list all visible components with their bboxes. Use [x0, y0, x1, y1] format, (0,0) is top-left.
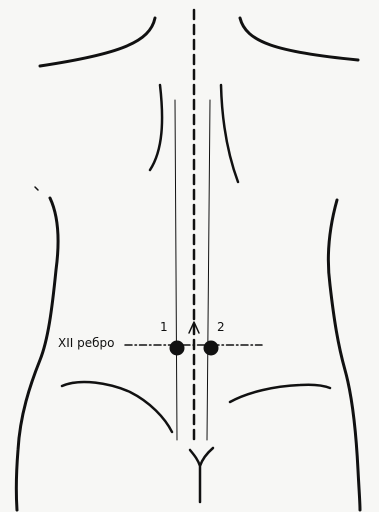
right-torso-outline	[328, 200, 360, 510]
right-iliac-crest	[230, 385, 330, 402]
point-2-label: 2	[217, 321, 225, 333]
left-torso-outline	[16, 198, 58, 510]
left-iliac-crest	[62, 382, 172, 432]
left-shoulder-outline	[40, 18, 155, 66]
left-trapezius-curve	[150, 85, 162, 170]
point-1-dot	[170, 341, 185, 356]
left-armpit-mark	[35, 187, 38, 190]
point-2-dot	[204, 341, 219, 356]
left-paravertebral-line	[175, 100, 177, 440]
point-1-label: 1	[160, 321, 168, 333]
right-paravertebral-line	[207, 100, 210, 440]
right-trapezius-curve	[221, 85, 238, 182]
rib-xii-label: XII ребро	[58, 337, 114, 349]
right-shoulder-outline	[240, 18, 358, 60]
gluteal-cleft	[190, 448, 213, 502]
